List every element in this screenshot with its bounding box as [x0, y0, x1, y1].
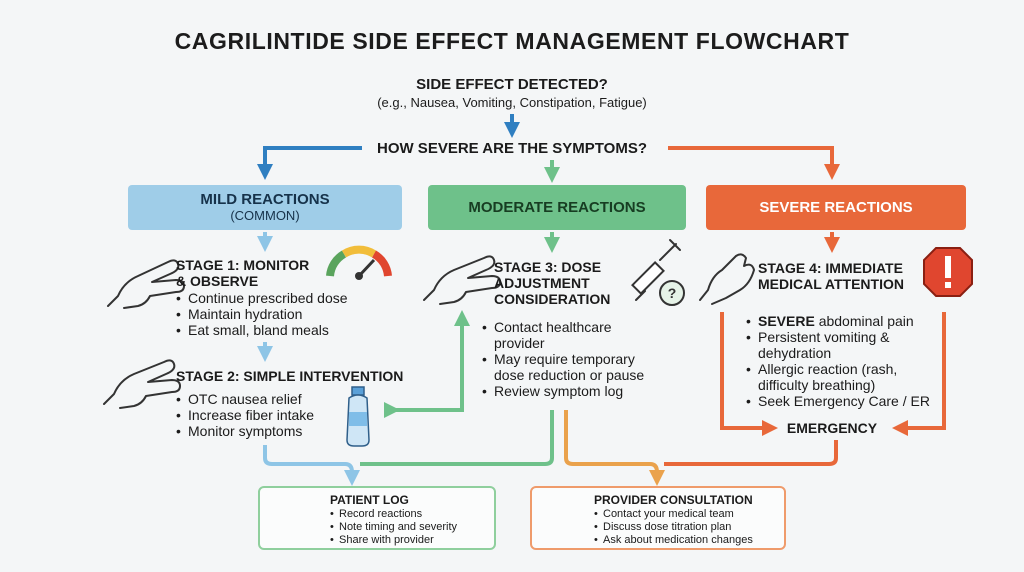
list-item: Monitor symptoms: [176, 423, 346, 439]
stage3-title-line1: STAGE 3: DOSE: [494, 259, 602, 275]
list-item: Contact your medical team: [594, 508, 784, 521]
hand-pointing-icon: [423, 255, 501, 305]
list-item: Record reactions: [330, 508, 490, 521]
list-item: Ask about medication changes: [594, 534, 784, 547]
stage3-block: STAGE 3: DOSE ADJUSTMENT CONSIDERATION: [494, 259, 644, 307]
list-item: Share with provider: [330, 534, 490, 547]
moderate-label: MODERATE REACTIONS: [468, 198, 646, 216]
stage4-title-line1: STAGE 4: IMMEDIATE: [758, 260, 903, 276]
arrow-moderate-log: [360, 410, 554, 466]
provider-points: Contact your medical team Discuss dose t…: [594, 508, 784, 547]
water-bottle-icon: [346, 386, 370, 447]
list-item: Maintain hydration: [176, 306, 376, 322]
arrow-moderate-provider: [564, 410, 665, 486]
severe-strong-text: SEVERE: [758, 313, 815, 329]
start-question: SIDE EFFECT DETECTED?: [416, 76, 608, 93]
provider-title: PROVIDER CONSULTATION: [594, 493, 753, 507]
list-item: Review symptom log: [482, 383, 662, 399]
moderate-reactions-box: MODERATE REACTIONS: [428, 185, 686, 230]
syringe-icon: [631, 239, 681, 301]
stage4-points: SEVERE abdominal pain Persistent vomitin…: [746, 313, 942, 409]
stage4-title-line2: MEDICAL ATTENTION: [758, 276, 904, 292]
arrow-mild-log: [263, 445, 360, 486]
start-examples: (e.g., Nausea, Vomiting, Constipation, F…: [377, 95, 647, 110]
warning-octagon-icon: [923, 247, 973, 297]
stage2-points: OTC nausea relief Increase fiber intake …: [176, 391, 346, 439]
hand-pointing-icon: [107, 259, 185, 309]
list-item: Eat small, bland meals: [176, 322, 376, 338]
gauge-icon: [326, 245, 392, 280]
arrow-severe-provider: [664, 440, 838, 466]
mild-reactions-box: MILD REACTIONS (COMMON): [128, 185, 402, 230]
arrow-to-mild: [257, 146, 362, 180]
hand-pointing-icon: [103, 359, 181, 409]
stage3-title-line2: ADJUSTMENT: [494, 275, 590, 291]
arrow-stage2-stage3: [384, 310, 470, 418]
patient-log-points: Record reactions Note timing and severit…: [330, 508, 490, 547]
stage1-block: STAGE 1: MONITOR & OBSERVE: [176, 257, 336, 289]
list-item: Discuss dose titration plan: [594, 521, 784, 534]
list-item: Contact healthcare provider: [482, 319, 662, 351]
patient-log-card: PATIENT LOG Record reactions Note timing…: [258, 486, 496, 550]
stage1-title-line2: & OBSERVE: [176, 273, 259, 289]
arrow-to-severe: [668, 146, 840, 180]
list-item: SEVERE abdominal pain: [746, 313, 942, 329]
stage4-block: STAGE 4: IMMEDIATE MEDICAL ATTENTION: [758, 260, 928, 292]
list-item: Persistent vomiting & dehydration: [746, 329, 942, 361]
stage1-title-line1: STAGE 1: MONITOR: [176, 257, 310, 273]
severe-reactions-box: SEVERE REACTIONS: [706, 185, 966, 230]
mild-sub: (COMMON): [230, 207, 300, 223]
svg-text:?: ?: [668, 285, 677, 301]
severe-label: SEVERE REACTIONS: [759, 198, 913, 216]
patient-log-title: PATIENT LOG: [330, 493, 409, 507]
page-title: CAGRILINTIDE SIDE EFFECT MANAGEMENT FLOW…: [174, 28, 850, 54]
provider-consultation-card: PROVIDER CONSULTATION Contact your medic…: [530, 486, 786, 550]
list-item: Seek Emergency Care / ER: [746, 393, 942, 409]
list-item: Note timing and severity: [330, 521, 490, 534]
list-item: Continue prescribed dose: [176, 290, 376, 306]
emergency-label: EMERGENCY: [786, 420, 878, 436]
arrow-right-emergency: [892, 312, 946, 436]
list-item: Allergic reaction (rash, difficulty brea…: [746, 361, 942, 393]
hand-pointing-icon: [699, 253, 755, 305]
stage3-title-line3: CONSIDERATION: [494, 291, 611, 307]
arrow-left-emergency: [720, 312, 778, 436]
question-icon: ?: [659, 280, 685, 306]
severe-rest-text: abdominal pain: [814, 313, 914, 329]
mild-label: MILD REACTIONS: [200, 191, 330, 209]
list-item: Increase fiber intake: [176, 407, 346, 423]
list-item: OTC nausea relief: [176, 391, 346, 407]
stage1-points: Continue prescribed dose Maintain hydrat…: [176, 290, 376, 338]
severity-question: HOW SEVERE ARE THE SYMPTOMS?: [376, 140, 648, 157]
list-item: May require temporary dose reduction or …: [482, 351, 662, 383]
stage3-points: Contact healthcare provider May require …: [482, 319, 662, 399]
stage2-title: STAGE 2: SIMPLE INTERVENTION: [176, 368, 404, 384]
